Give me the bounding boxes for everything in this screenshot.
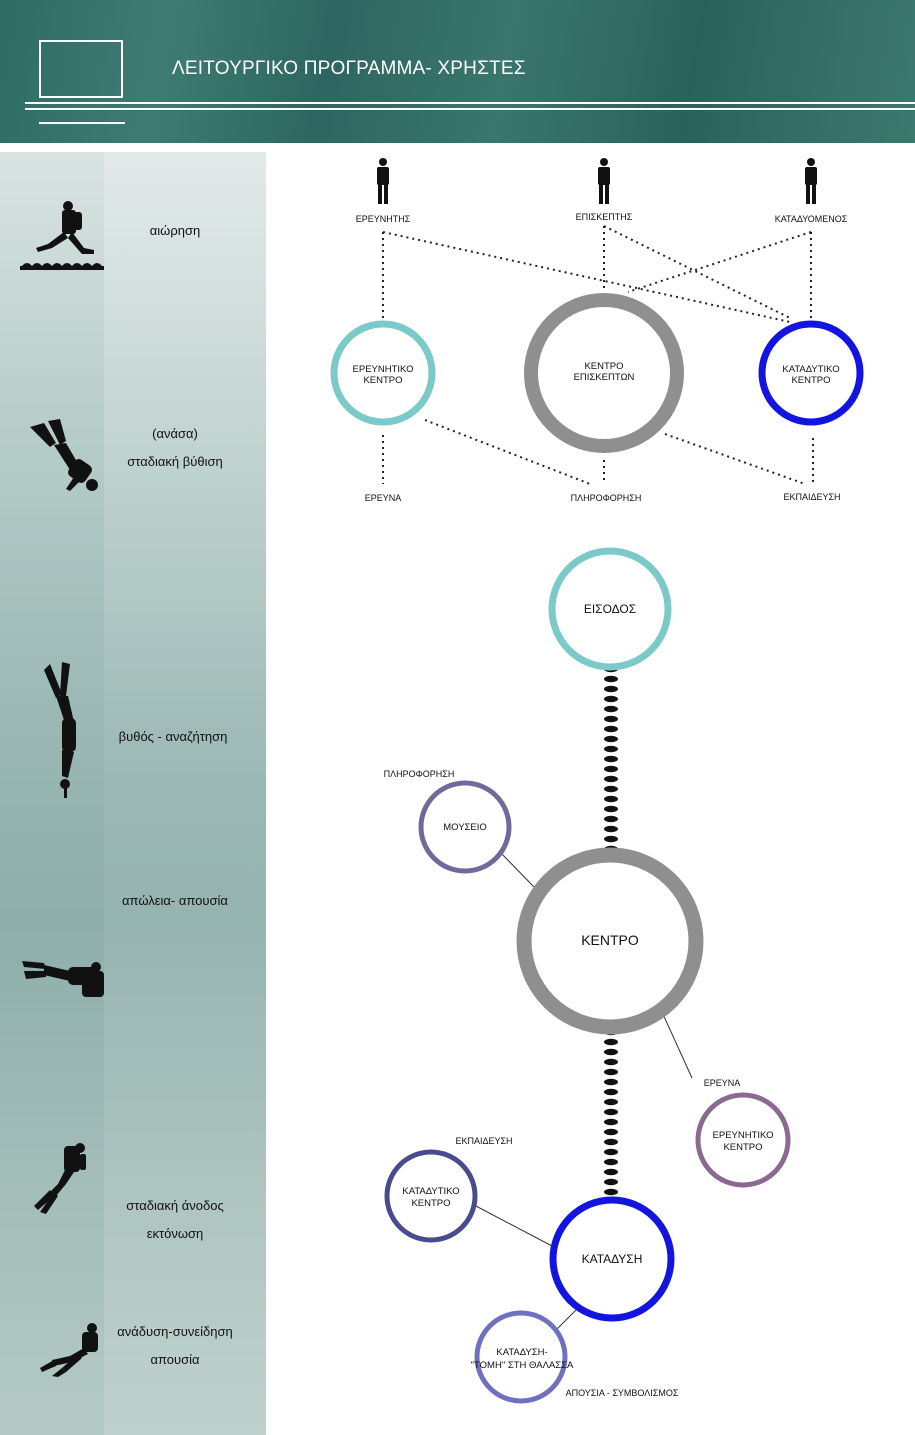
visitor-person-icon [598, 158, 610, 204]
research-center-line1: ΕΡΕΥΝΗΤΙΚΟ [353, 364, 414, 375]
center-label: ΚΕΝΤΡΟ [581, 932, 639, 948]
function-label-education: ΕΚΠΑΙΔΕΥΣΗ [783, 492, 840, 502]
museum-function-label: ΠΛΗΡΟΦΟΡΗΣΗ [384, 769, 455, 779]
visitor-center-line2: ΕΠΙΣΚΕΠΤΩΝ [574, 372, 635, 383]
user-label-visitor: ΕΠΙΣΚΕΠΤΗΣ [576, 212, 633, 222]
function-label-info: ΠΛΗΡΟΦΟΡΗΣΗ [571, 493, 642, 503]
user-label-diver: ΚΑΤΑΔΥΟΜΕΝΟΣ [775, 214, 848, 224]
visitor-center-line1: ΚΕΝΤΡΟ [584, 361, 623, 372]
research-center-line2: ΚΕΝΤΡΟ [363, 375, 402, 386]
function-label-research: ΕΡΕΥΝΑ [365, 493, 402, 503]
education-function-label: ΕΚΠΑΙΔΕΥΣΗ [455, 1136, 512, 1146]
user-label-researcher: ΕΡΕΥΝΗΤΗΣ [356, 214, 411, 224]
research-function-label: ΕΡΕΥΝΑ [704, 1078, 741, 1088]
entrance-label: ΕΙΣΟΔΟΣ [584, 602, 636, 616]
flow-diving-center-line1: ΚΑΤΑΔΥΤΙΚΟ [402, 1186, 459, 1197]
flow-research-center-line2: ΚΕΝΤΡΟ [723, 1142, 762, 1153]
dive-label: ΚΑΤΑΔΥΣΗ [582, 1252, 643, 1266]
sea-cut-line2: "ΤΟΜΗ" ΣΤΗ ΘΑΛΑΣΣΑ [471, 1360, 574, 1371]
flow-diving-center-line2: ΚΕΝΤΡΟ [411, 1198, 450, 1209]
absence-label: ΑΠΟΥΣΙΑ - ΣΥΜΒΟΛΙΣΜΟΣ [566, 1388, 679, 1398]
diving-center-line1: ΚΑΤΑΔΥΤΙΚΟ [782, 364, 839, 375]
center-dive-chain [604, 1029, 618, 1195]
diving-center-line2: ΚΕΝΤΡΟ [791, 375, 830, 386]
entrance-center-chain [604, 666, 618, 852]
flow-research-center-line1: ΕΡΕΥΝΗΤΙΚΟ [713, 1130, 774, 1141]
sea-cut-line1: ΚΑΤΑΔΥΣΗ- [496, 1347, 547, 1358]
diver-person-icon [805, 158, 817, 204]
researcher-person-icon [377, 158, 389, 204]
museum-label: ΜΟΥΣΕΙΟ [443, 822, 487, 833]
